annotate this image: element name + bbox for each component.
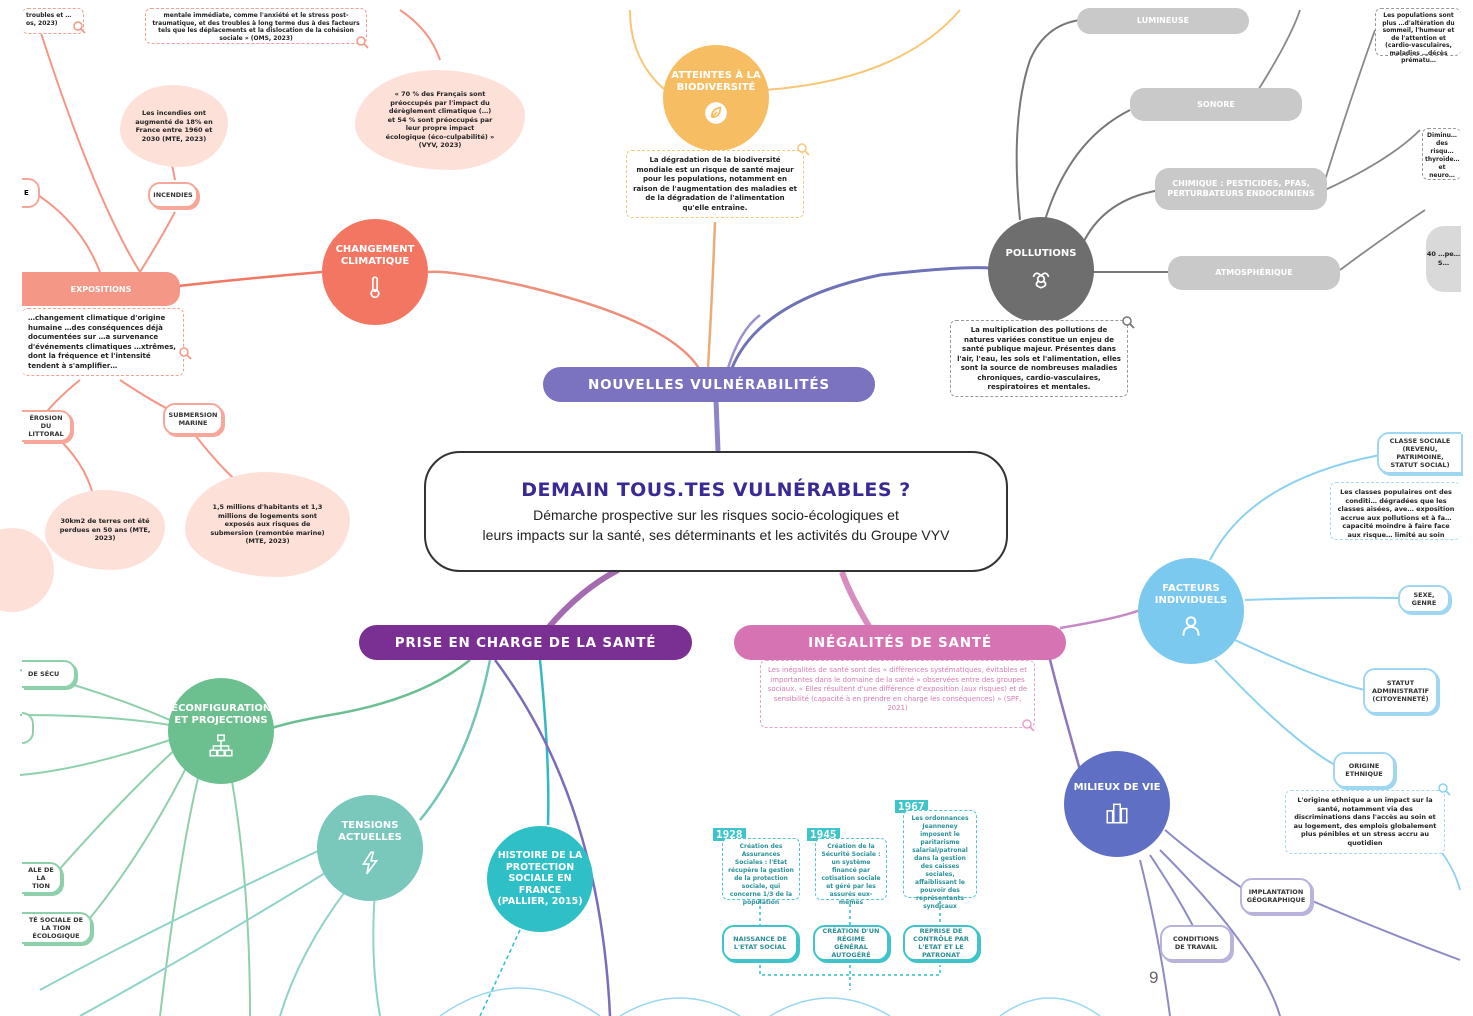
node-changement-label: CHANGEMENT CLIMATIQUE xyxy=(335,244,415,267)
node-histoire-protection-sociale[interactable]: HISTOIRE DE LA PROTECTION SOCIALE EN FRA… xyxy=(487,826,593,932)
pollution-atmospherique[interactable]: ATMOSPHÉRIQUE xyxy=(1168,256,1340,290)
hierarchy-icon xyxy=(209,734,233,757)
blob-incendies-fact: Les incendies ont augmenté de 18% en Fra… xyxy=(120,85,228,167)
tag-sexe-genre[interactable]: SEXE, GENRE xyxy=(1398,585,1450,613)
note-1945: Création de la Sécurité Sociale : un sys… xyxy=(815,838,887,906)
magnifier-icon[interactable] xyxy=(796,142,810,156)
tag-locale[interactable]: ALE DE LA TION xyxy=(22,862,62,894)
node-pollutions[interactable]: POLLUTIONS xyxy=(988,217,1094,323)
node-histoire-label: HISTOIRE DE LA PROTECTION SOCIALE EN FRA… xyxy=(497,850,583,908)
note-biodiversite: La dégradation de la biodiversité mondia… xyxy=(626,150,804,218)
year-1945: 1945 xyxy=(807,828,840,841)
tag-erosion-littoral[interactable]: ÉROSION DU LITTORAL xyxy=(22,410,72,442)
magnifier-icon[interactable] xyxy=(72,20,86,34)
branch-nouvelles-vulnerabilites[interactable]: NOUVELLES VULNÉRABILITÉS xyxy=(543,367,875,402)
tag-classe-sociale[interactable]: CLASSE SOCIALE (REVENU, PATRIMOINE, STAT… xyxy=(1377,432,1461,474)
tag-incendies[interactable]: INCENDIES xyxy=(148,182,198,208)
tag-implantation-geographique[interactable]: IMPLANTATION GÉOGRAPHIQUE xyxy=(1240,878,1312,914)
pollution-chimique[interactable]: CHIMIQUE : PESTICIDES, PFAS, PERTURBATEU… xyxy=(1155,168,1327,210)
person-icon xyxy=(1182,616,1200,636)
tag-submersion-marine[interactable]: SUBMERSION MARINE xyxy=(163,403,223,435)
blob-submersion-fact: 1,5 millions d'habitants et 1,3 millions… xyxy=(185,472,350,577)
note-origine-ethnique: L'origine ethnique a un impact sur la sa… xyxy=(1285,790,1445,854)
node-facteurs-individuels[interactable]: FACTEURS INDIVIDUELS xyxy=(1138,558,1244,664)
tag-conditions-de-travail[interactable]: CONDITIONS DE TRAVAIL xyxy=(1160,925,1232,961)
central-title: DEMAIN TOUS.TES VULNÉRABLES ? xyxy=(521,479,911,501)
note-top-right: Les populations sont plus …d'altération … xyxy=(1375,8,1461,64)
note-classe-sociale: Les classes populaires ont des conditi… … xyxy=(1330,482,1461,540)
note-pollutions: La multiplication des pollutions de natu… xyxy=(950,320,1128,397)
page-number: 9 xyxy=(1149,968,1159,987)
tag-reprise-controle[interactable]: REPRISE DE CONTRÔLE PAR L'ETAT ET LE PAT… xyxy=(903,925,979,961)
branch-inegalites-de-sante[interactable]: INÉGALITÉS DE SANTÉ xyxy=(734,625,1066,660)
central-subtitle-line-2: leurs impacts sur la santé, ses détermin… xyxy=(482,527,950,543)
node-facteurs-label: FACTEURS INDIVIDUELS xyxy=(1154,583,1228,606)
node-milieux-de-vie[interactable]: MILIEUX DE VIE xyxy=(1064,751,1170,857)
tag-partial-left[interactable]: E xyxy=(22,178,40,208)
biohazard-icon xyxy=(1032,272,1050,289)
blob-eco-anxiety-fact: « 70 % des Français sont préoccupés par … xyxy=(355,70,525,170)
node-changement-climatique[interactable]: CHANGEMENT CLIMATIQUE xyxy=(322,219,428,325)
node-reconfigurations[interactable]: RECONFIGURATIONS ET PROJECTIONS xyxy=(164,678,278,784)
magnifier-icon[interactable] xyxy=(1021,718,1035,732)
tag-statut-administratif[interactable]: STATUT ADMINISTRATIF (CITOYENNETÉ) xyxy=(1363,668,1438,714)
tag-solidarite-ecologique[interactable]: TÉ SOCIALE DE LA TION ÉCOLOGIQUE xyxy=(22,912,92,944)
magnifier-icon[interactable] xyxy=(1437,782,1451,796)
note-right-mid: Diminu… des risqu… thyroïde… et neuro… xyxy=(1422,128,1461,180)
node-tensions-actuelles[interactable]: TENSIONS ACTUELLES xyxy=(317,795,423,901)
node-reconfig-label: RECONFIGURATIONS ET PROJECTIONS xyxy=(163,703,279,726)
node-pollutions-label: POLLUTIONS xyxy=(1005,248,1077,259)
magnifier-icon[interactable] xyxy=(355,35,369,49)
node-biodiversite[interactable]: ATTEINTES À LA BIODIVERSITÉ xyxy=(663,45,769,151)
year-1928: 1928 xyxy=(713,828,746,841)
magnifier-icon[interactable] xyxy=(178,346,192,360)
thermometer-icon xyxy=(370,276,380,299)
note-1967: Les ordonnances Jeanneney imposent le pa… xyxy=(903,810,977,910)
node-milieux-label: MILIEUX DE VIE xyxy=(1073,782,1161,793)
note-expositions: …changement climatique d'origine humaine… xyxy=(22,308,184,376)
pollution-lumineuse[interactable]: LUMINEUSE xyxy=(1077,8,1249,34)
tag-de-secu[interactable]: DE SÉCU xyxy=(22,660,76,688)
tag-origine-ethnique[interactable]: ORIGINE ETHNIQUE xyxy=(1333,752,1395,788)
node-tensions-label: TENSIONS ACTUELLES xyxy=(338,820,402,843)
note-top-left-corner: troubles et …os, 2023) xyxy=(22,8,84,34)
note-right-small: 40 …pe… S… xyxy=(1426,226,1461,292)
buildings-icon xyxy=(1106,803,1128,824)
blob-littoral-fact: 30km2 de terres ont été perdues en 50 an… xyxy=(45,490,165,570)
central-topic: DEMAIN TOUS.TES VULNÉRABLES ? Démarche p… xyxy=(424,451,1008,572)
node-biodiversite-label: ATTEINTES À LA BIODIVERSITÉ xyxy=(671,70,761,93)
year-1967: 1967 xyxy=(895,800,928,813)
magnifier-icon[interactable] xyxy=(1121,315,1135,329)
branch-prise-en-charge[interactable]: PRISE EN CHARGE DE LA SANTÉ xyxy=(359,625,692,660)
tag-regime-general[interactable]: CRÉATION D'UN RÉGIME GÉNÉRAL AUTOGÉRÉ xyxy=(813,925,889,961)
lightning-icon xyxy=(362,851,379,875)
tag-naissance-etat-social[interactable]: NAISSANCE DE L'ETAT SOCIAL xyxy=(722,925,798,961)
tag-expositions[interactable]: EXPOSITIONS xyxy=(22,272,180,306)
note-oms-mental-health: mentale immédiate, comme l'anxiété et le… xyxy=(145,8,367,44)
pollution-sonore[interactable]: SONORE xyxy=(1130,88,1302,121)
note-1928: Création des Assurances Sociales : l'Eta… xyxy=(722,838,800,906)
note-inegalites: Les inégalités de santé sont des « diffé… xyxy=(760,660,1035,728)
leaf-icon xyxy=(705,102,727,124)
central-subtitle-line-1: Démarche prospective sur les risques soc… xyxy=(533,507,899,523)
